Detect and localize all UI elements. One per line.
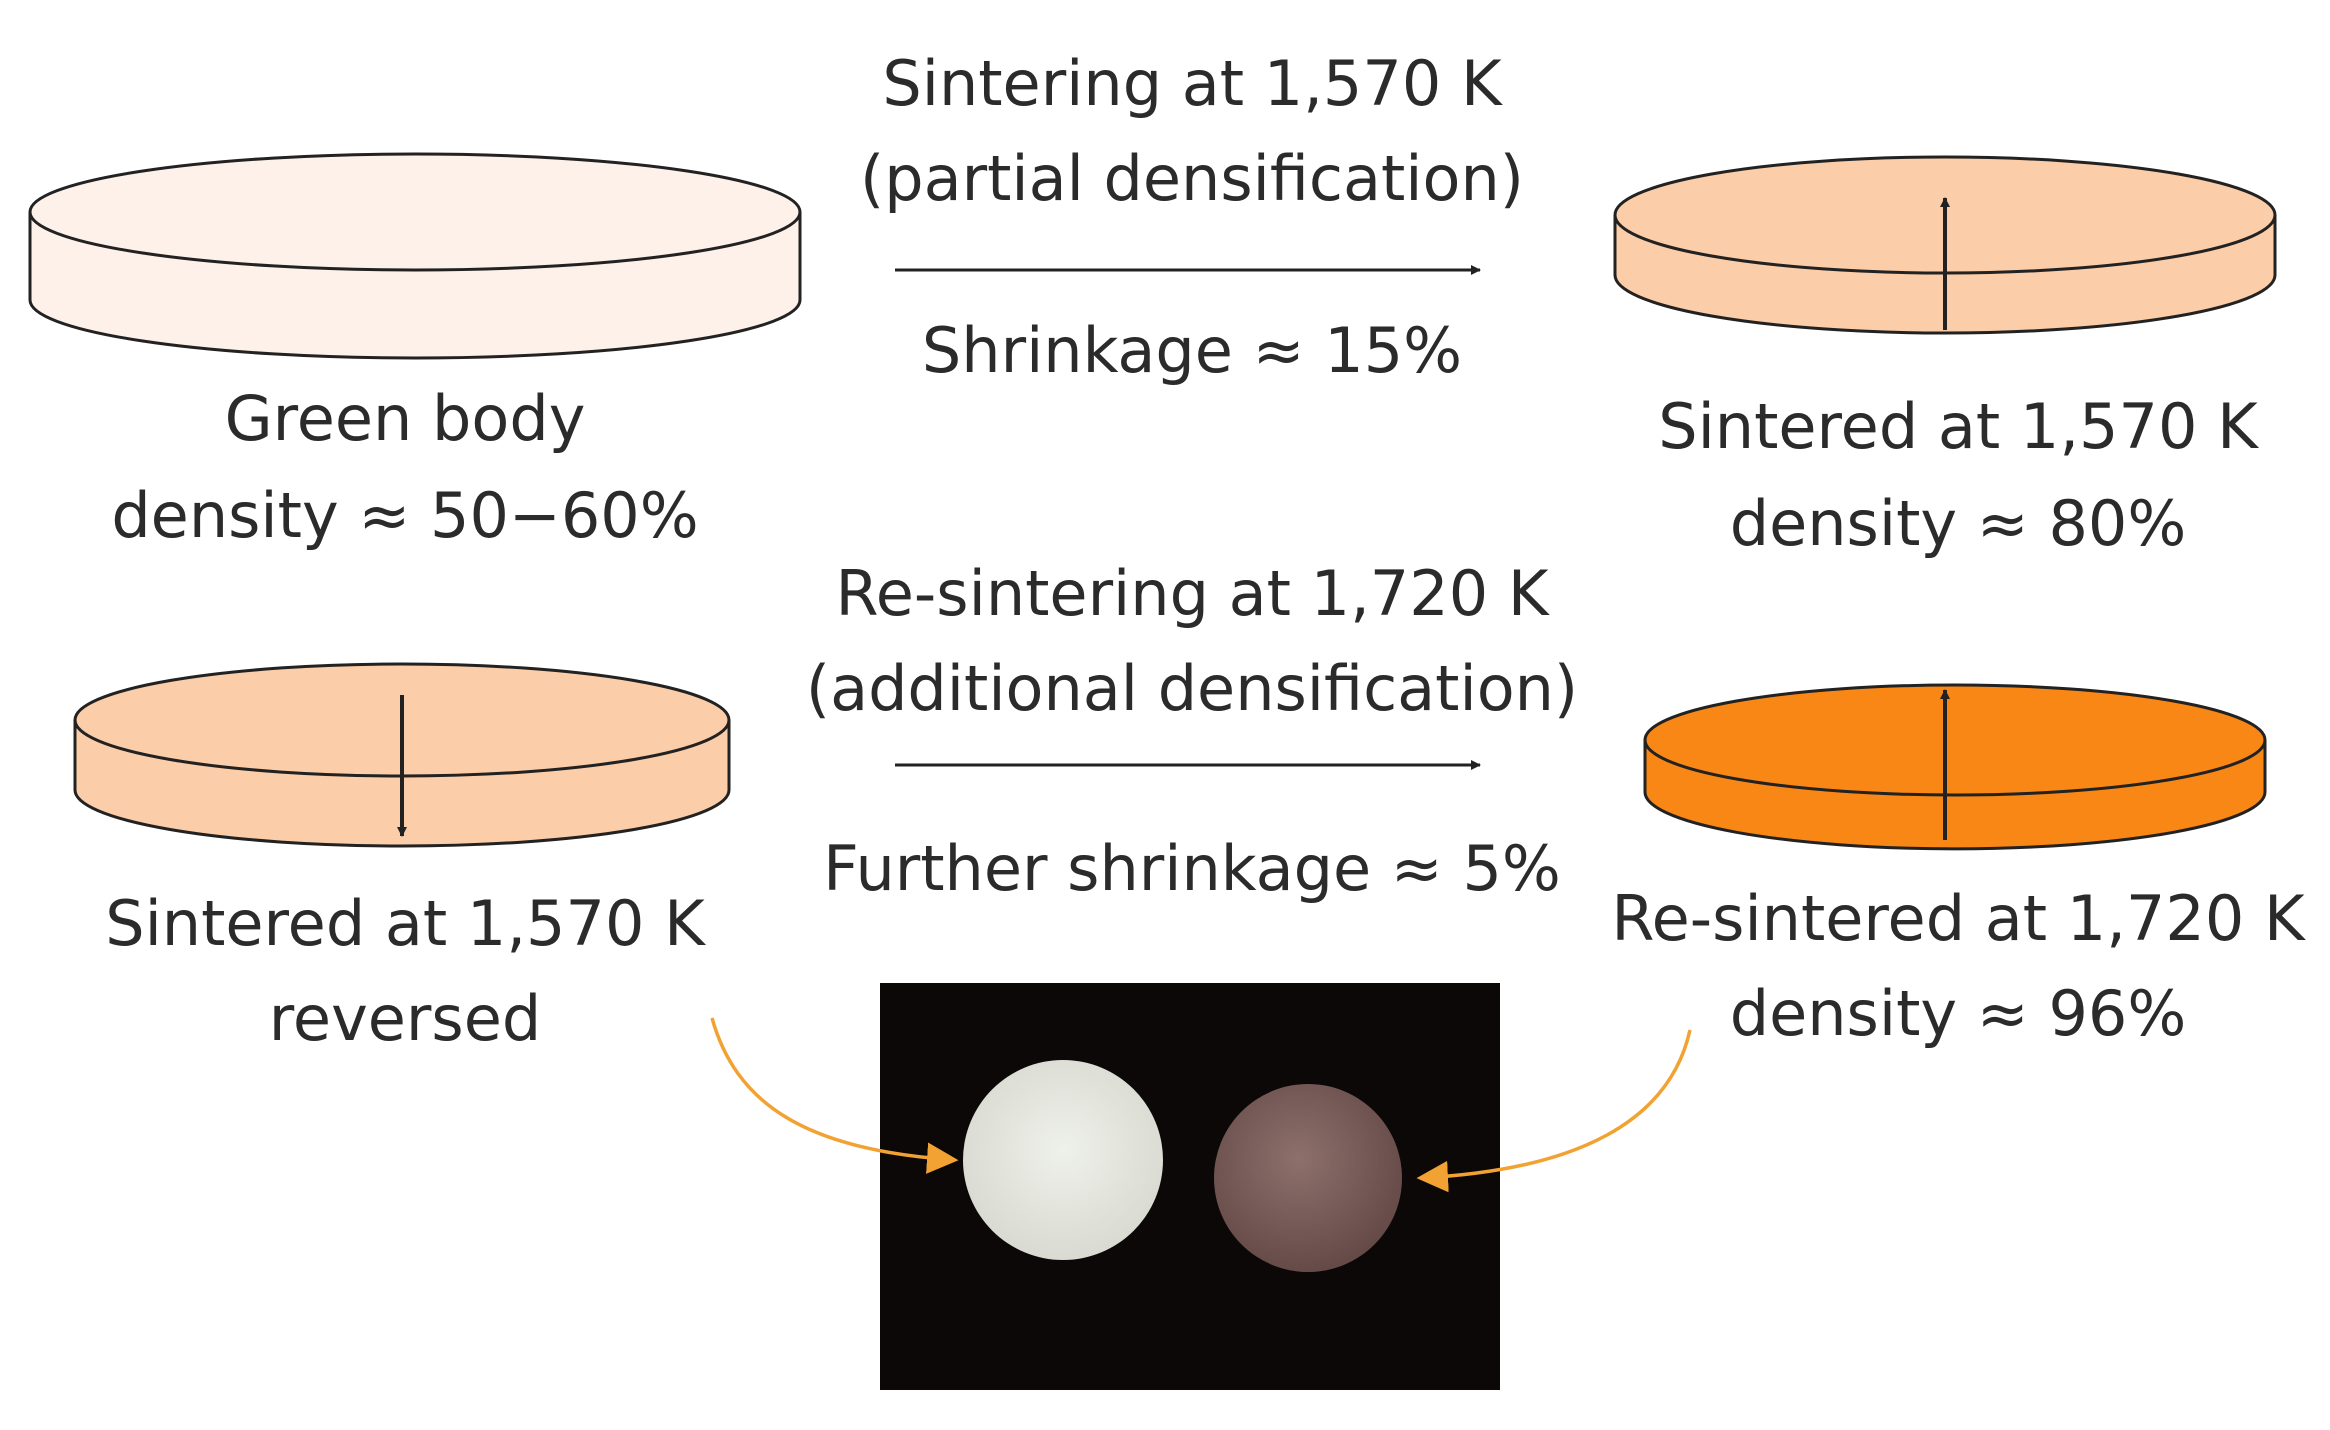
top-process-shrinkage: Shrinkage ≈ 15%: [922, 314, 1462, 387]
reversed-disc: [73, 662, 731, 848]
bottom-process-line1: Re-sintering at 1,720 K: [835, 557, 1549, 630]
reversed-label: Sintered at 1,570 K: [105, 887, 706, 960]
connector-arrow-left: [710, 1017, 959, 1174]
white-pellet: [963, 1060, 1163, 1260]
sintered-label: Sintered at 1,570 K: [1658, 390, 2259, 463]
bottom-process-shrinkage: Further shrinkage ≈ 5%: [823, 832, 1561, 905]
sintered-disc: [1613, 155, 2277, 335]
green-body-disc: [28, 152, 802, 360]
pellet-photo: [880, 983, 1500, 1390]
resintered-label: Re-sintered at 1,720 K: [1611, 882, 2306, 955]
green-body-density: density ≈ 50−60%: [111, 479, 698, 552]
dark-pellet: [1214, 1084, 1402, 1272]
resintered-density: density ≈ 96%: [1730, 977, 2187, 1050]
bottom-process-line2: (additional densification): [806, 652, 1578, 725]
sintered-density: density ≈ 80%: [1730, 487, 2187, 560]
green-body-label: Green body: [225, 382, 586, 455]
connector-arrow-right: [1416, 1029, 1692, 1193]
top-process-line1: Sintering at 1,570 K: [882, 47, 1503, 120]
reversed-sublabel: reversed: [269, 982, 541, 1055]
top-process-line2: (partial densification): [860, 142, 1524, 215]
resintered-disc: [1643, 683, 2267, 851]
